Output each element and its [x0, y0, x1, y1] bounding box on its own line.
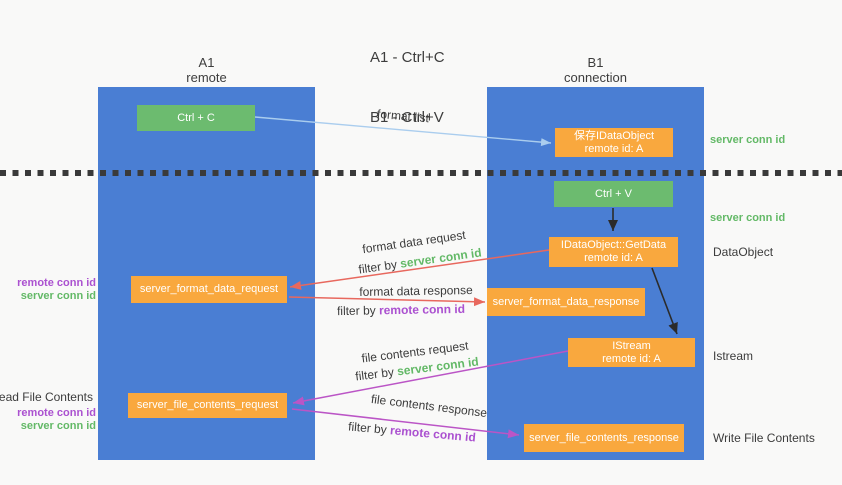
server-conn-id-label-left: server conn id [20, 420, 96, 432]
dataobject-side-label: DataObject [713, 245, 774, 259]
remote-conn-id-text: remote conn id [378, 301, 466, 318]
server-format-data-response-node: server_format_data_response [487, 288, 645, 316]
ctrl-v-label: Ctrl + V [595, 187, 632, 200]
filter-by-text: filter by [336, 303, 380, 319]
save-idataobject-node: 保存IDataObject remote id: A [555, 128, 673, 157]
filter-by-text: filter by [354, 364, 398, 384]
read-file-contents-label: Read File Contents [0, 390, 93, 404]
format-data-response-label: format data response [359, 283, 473, 299]
server-conn-id-label-left: server conn id [20, 290, 96, 302]
server-file-contents-response-label: server_file_contents_response [529, 431, 679, 444]
lane-b1-header: B1 connection [487, 55, 704, 85]
server-format-data-response-label: server_format_data_response [492, 295, 640, 308]
lane-a1-name: A1 [198, 55, 215, 70]
lane-a1-subtitle: remote [186, 70, 227, 85]
ctrl-c-label: Ctrl + C [177, 111, 215, 124]
server-file-contents-response-node: server_file_contents_response [524, 424, 684, 452]
idataobject-getdata-node: IDataObject::GetData remote id: A [549, 237, 678, 267]
idataobject-getdata-remote-id: remote id: A [584, 252, 643, 264]
server-file-contents-request-label: server_file_contents_request [136, 399, 279, 411]
remote-conn-id-text: remote conn id [389, 423, 477, 445]
filter-by-text: filter by [357, 256, 402, 277]
remote-conn-id-label-left: remote conn id [17, 407, 96, 419]
file-contents-response-filter-label: filter by remote conn id [348, 419, 477, 444]
title-line-ctrl-c: A1 - Ctrl+C [370, 49, 445, 66]
idataobject-getdata-title: IDataObject::GetData [560, 239, 667, 251]
server-conn-id-label-mid-right: server conn id [710, 212, 786, 224]
diagram-title: A1 - Ctrl+C B1 - Ctrl+V [370, 8, 445, 168]
file-contents-response-label: file contents response [370, 391, 488, 421]
lane-b1-name: B1 [587, 55, 604, 70]
istream-title: IStream [612, 339, 651, 352]
server-conn-id-label-top-right: server conn id [710, 134, 786, 146]
format-conn-id-group-left: remote conn id server conn id [17, 277, 96, 303]
istream-remote-id: remote id: A [602, 352, 661, 365]
lane-b1-subtitle: connection [564, 70, 627, 85]
filter-by-text: filter by [347, 419, 391, 438]
istream-side-label: Istream [713, 349, 754, 363]
write-file-contents-label: Write File Contents [713, 431, 815, 445]
ctrl-c-node: Ctrl + C [137, 105, 255, 131]
ctrl-v-node: Ctrl + V [554, 181, 673, 207]
server-format-data-request-label: server_format_data_request [139, 283, 279, 295]
lane-a1-header: A1 remote [98, 55, 315, 85]
file-conn-id-group-left: remote conn id server conn id [17, 407, 96, 433]
server-format-data-request-node: server_format_data_request [131, 276, 287, 303]
server-file-contents-request-node: server_file_contents_request [128, 393, 287, 418]
format-data-response-filter-label: filter by remote conn id [337, 302, 465, 318]
save-idataobject-title: 保存IDataObject [573, 129, 655, 142]
save-idataobject-remote-id: remote id: A [584, 142, 644, 155]
remote-conn-id-label-left: remote conn id [17, 277, 96, 289]
istream-node: IStream remote id: A [568, 338, 695, 367]
